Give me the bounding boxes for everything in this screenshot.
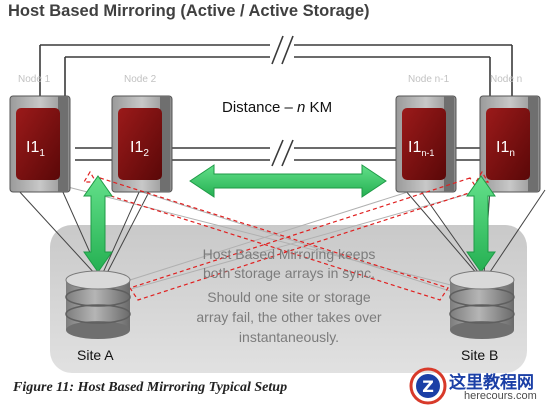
- instance-label-2: I12: [130, 139, 149, 159]
- description-line-4: array fail, the other takes over: [196, 309, 382, 325]
- server-node-4: I1n: [479, 95, 541, 193]
- node-label-4: Node n: [490, 74, 522, 85]
- site-a-arrow: [83, 175, 113, 273]
- distance-label: Distance – n KM: [222, 99, 332, 116]
- figure-caption: Figure 11: Host Based Mirroring Typical …: [13, 380, 288, 395]
- site-a-label: Site A: [77, 347, 114, 363]
- cross-links-gray: [59, 184, 501, 301]
- mirroring-description: Host Based Mirroring keeps both storage …: [196, 246, 382, 345]
- server-node-3: I1n-1: [395, 95, 457, 193]
- instance-label-1: I11: [26, 139, 45, 159]
- distance-break-markers: [270, 35, 294, 167]
- svg-text:Z: Z: [422, 377, 434, 396]
- node-label-1: Node 1: [18, 74, 51, 85]
- site-b-arrow: [466, 175, 496, 273]
- storage-array-site-b: [449, 270, 515, 339]
- instance-label-4: I1n: [496, 139, 515, 159]
- instance-label-3: I1n-1: [408, 139, 434, 158]
- watermark-subtext: herecours.com: [464, 390, 537, 402]
- server-node-2: I12: [111, 95, 173, 193]
- description-line-5: instantaneously.: [239, 329, 339, 345]
- diagram-title: Host Based Mirroring (Active / Active St…: [8, 2, 370, 20]
- node-label-2: Node 2: [124, 74, 157, 85]
- node-label-3: Node n-1: [408, 74, 450, 85]
- storage-panel: [50, 225, 527, 373]
- description-line-2: both storage arrays in sync.: [203, 265, 375, 281]
- interconnect-arrow: [189, 164, 387, 198]
- watermark-text: 这里教程网: [449, 373, 534, 393]
- description-line-3: Should one site or storage: [207, 289, 371, 305]
- server-node-1: I11: [9, 95, 71, 193]
- watermark: Z 这里教程网 herecours.com: [408, 366, 554, 407]
- site-b-label: Site B: [461, 347, 498, 363]
- description-line-1: Host Based Mirroring keeps: [203, 246, 376, 262]
- watermark-logo-icon: Z: [409, 367, 447, 405]
- storage-array-site-a: [65, 270, 131, 339]
